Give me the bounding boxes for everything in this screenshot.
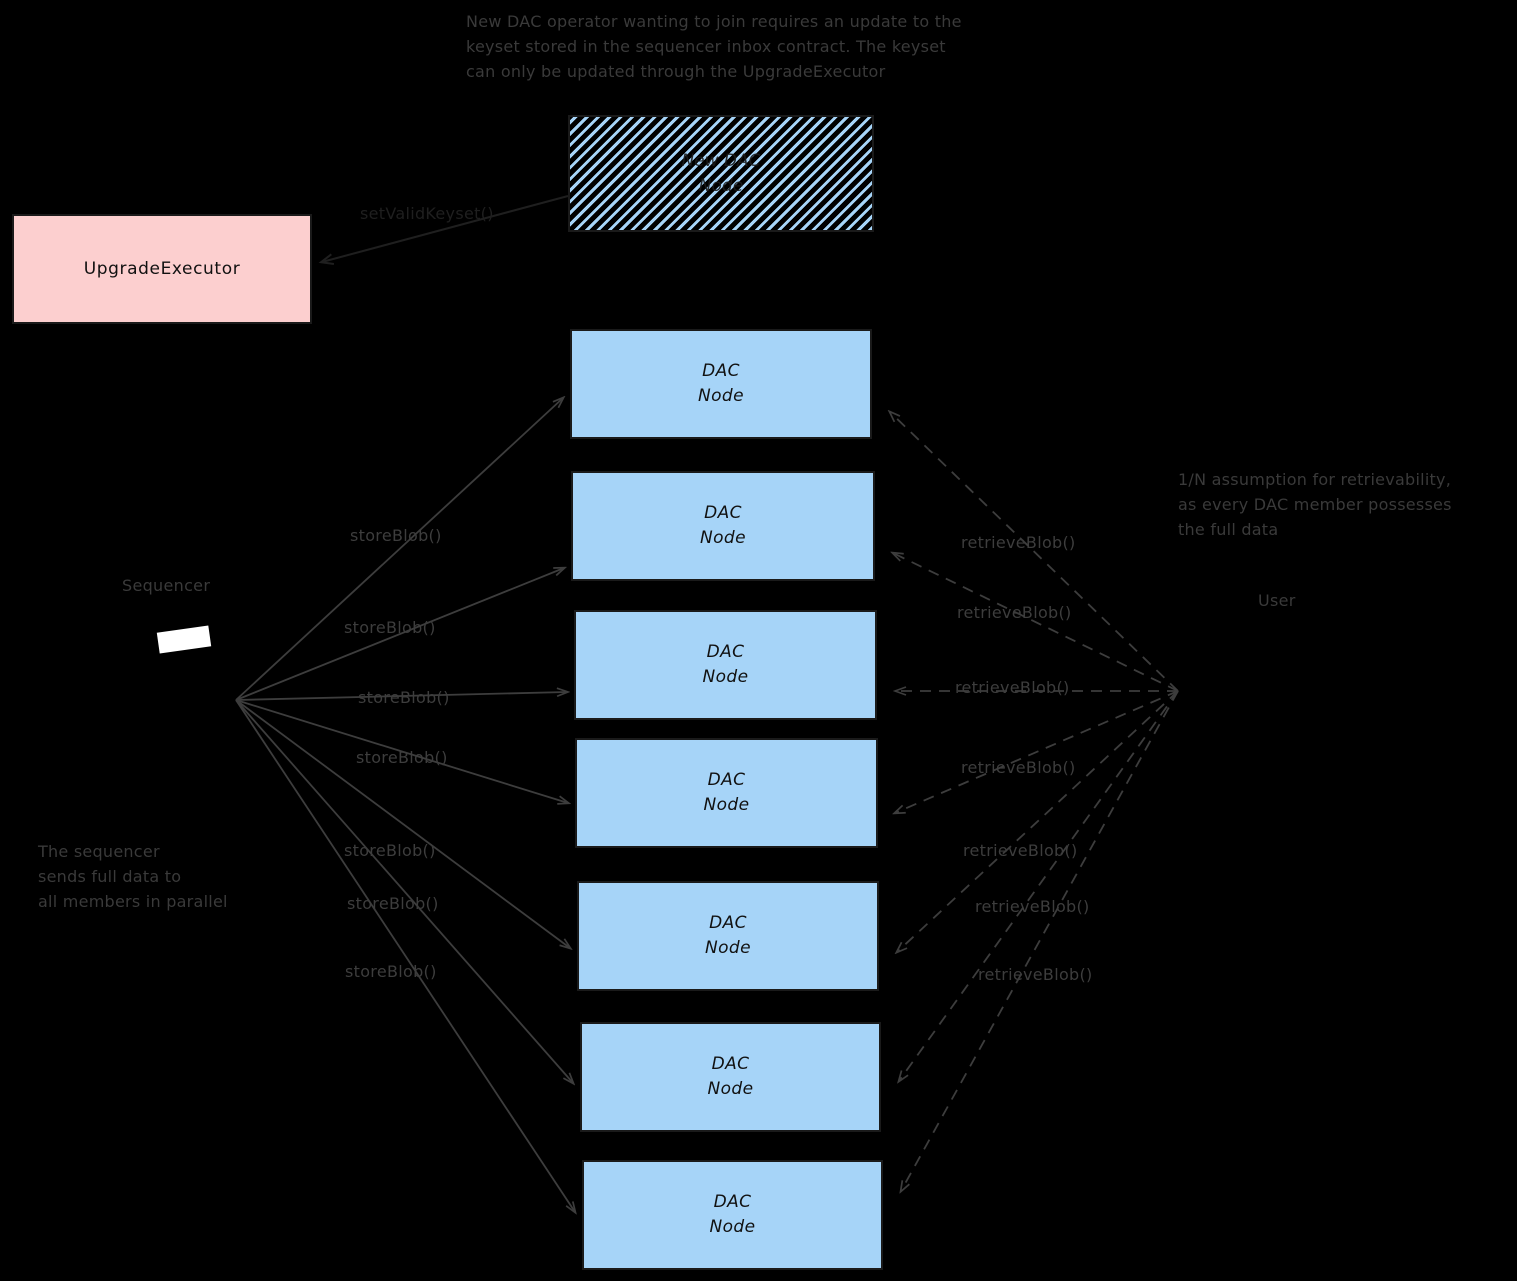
dac-node-5[interactable]: DAC Node xyxy=(577,881,879,991)
dac-node-label: DAC Node xyxy=(702,642,749,687)
note-right: 1/N assumption for retrievability, as ev… xyxy=(1178,470,1452,539)
new-dac-node-label: New DAC Node xyxy=(681,150,761,196)
dac-node-label: DAC Node xyxy=(707,1054,754,1099)
new-dac-node-box[interactable]: New DAC Node xyxy=(568,115,874,232)
dac-node-label: DAC Node xyxy=(700,503,746,548)
dac-node-3[interactable]: DAC Node xyxy=(574,610,877,720)
dac-node-4[interactable]: DAC Node xyxy=(575,738,878,848)
dac-node-label: DAC Node xyxy=(698,361,744,406)
user-label: User xyxy=(1258,591,1296,610)
edge-set-valid-keyset xyxy=(318,195,569,265)
dac-node-label: DAC Node xyxy=(709,1192,756,1237)
dac-node-label: DAC Node xyxy=(703,770,750,815)
upgrade-executor-label: UpgradeExecutor xyxy=(83,259,241,279)
dac-node-6[interactable]: DAC Node xyxy=(580,1022,881,1132)
dac-node-1[interactable]: DAC Node xyxy=(570,329,872,439)
edge-store-blob-group xyxy=(235,398,575,1212)
edge-retrieve-blob-group xyxy=(890,412,1179,1191)
note-top: New DAC operator wanting to join require… xyxy=(466,12,962,81)
upgrade-executor-box[interactable]: UpgradeExecutor xyxy=(12,214,312,324)
dac-node-label: DAC Node xyxy=(705,913,751,958)
dac-node-2[interactable]: DAC Node xyxy=(571,471,875,581)
sequencer-label: Sequencer xyxy=(122,576,211,595)
note-left: The sequencer sends full data to all mem… xyxy=(38,842,228,911)
dac-node-7[interactable]: DAC Node xyxy=(582,1160,883,1270)
